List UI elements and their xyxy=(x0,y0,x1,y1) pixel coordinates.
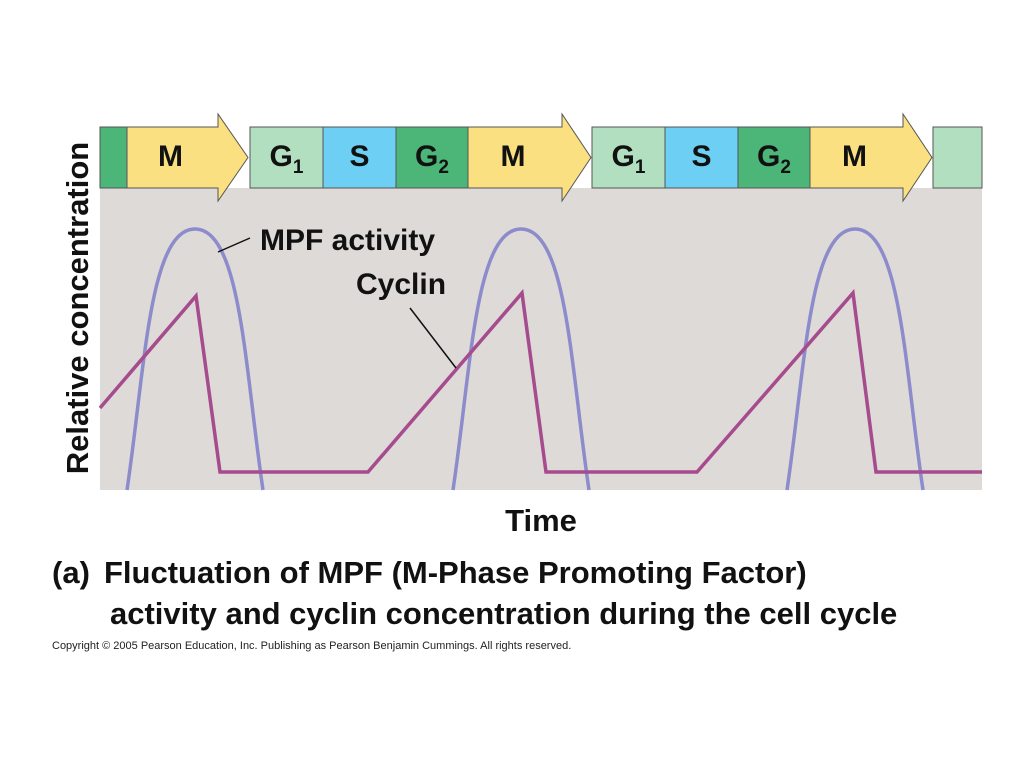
phase-s-7-label: S xyxy=(691,140,711,173)
phase-m-9-label: M xyxy=(842,140,867,173)
phase-g1-2-label: G1 xyxy=(270,140,304,178)
y-axis-label: Relative concentration xyxy=(60,142,95,474)
phase-m-1-label: M xyxy=(158,140,183,173)
cyclin-leader-line xyxy=(409,307,457,369)
phase-g1-2 xyxy=(249,126,324,189)
phase-s-3-label: S xyxy=(349,140,369,173)
phase-m-1 xyxy=(126,112,249,203)
copyright-notice: Copyright © 2005 Pearson Education, Inc.… xyxy=(52,640,572,652)
phase-g2-4 xyxy=(395,126,469,189)
phase-bar: M G1 S G2 M G1 S G2 M xyxy=(99,112,983,203)
cyclin-line xyxy=(98,288,982,474)
phase-g2-8-label: G2 xyxy=(757,140,791,178)
mpf-activity-curve xyxy=(125,227,925,491)
phase-g1-6-label: G1 xyxy=(612,140,646,178)
caption-line-1: Fluctuation of MPF (M-Phase Promoting Fa… xyxy=(104,555,807,590)
cyclin-label: Cyclin xyxy=(356,268,446,301)
phase-m-5 xyxy=(467,112,592,203)
caption-line-2: activity and cyclin concentration during… xyxy=(110,596,898,631)
mpf-leader-line xyxy=(217,237,251,253)
phase-s-3 xyxy=(322,126,397,189)
phase-s-7 xyxy=(664,126,739,189)
caption-letter: (a) xyxy=(52,555,90,590)
phase-g2-lead xyxy=(99,126,128,189)
phase-g2-8 xyxy=(737,126,811,189)
phase-m-9 xyxy=(809,112,933,203)
x-axis-label: Time xyxy=(505,503,577,538)
phase-g1-trail xyxy=(932,126,983,189)
phase-g1-6 xyxy=(591,126,666,189)
phase-m-5-label: M xyxy=(501,140,526,173)
phase-g2-4-label: G2 xyxy=(415,140,449,178)
mpf-activity-label: MPF activity xyxy=(260,224,435,257)
